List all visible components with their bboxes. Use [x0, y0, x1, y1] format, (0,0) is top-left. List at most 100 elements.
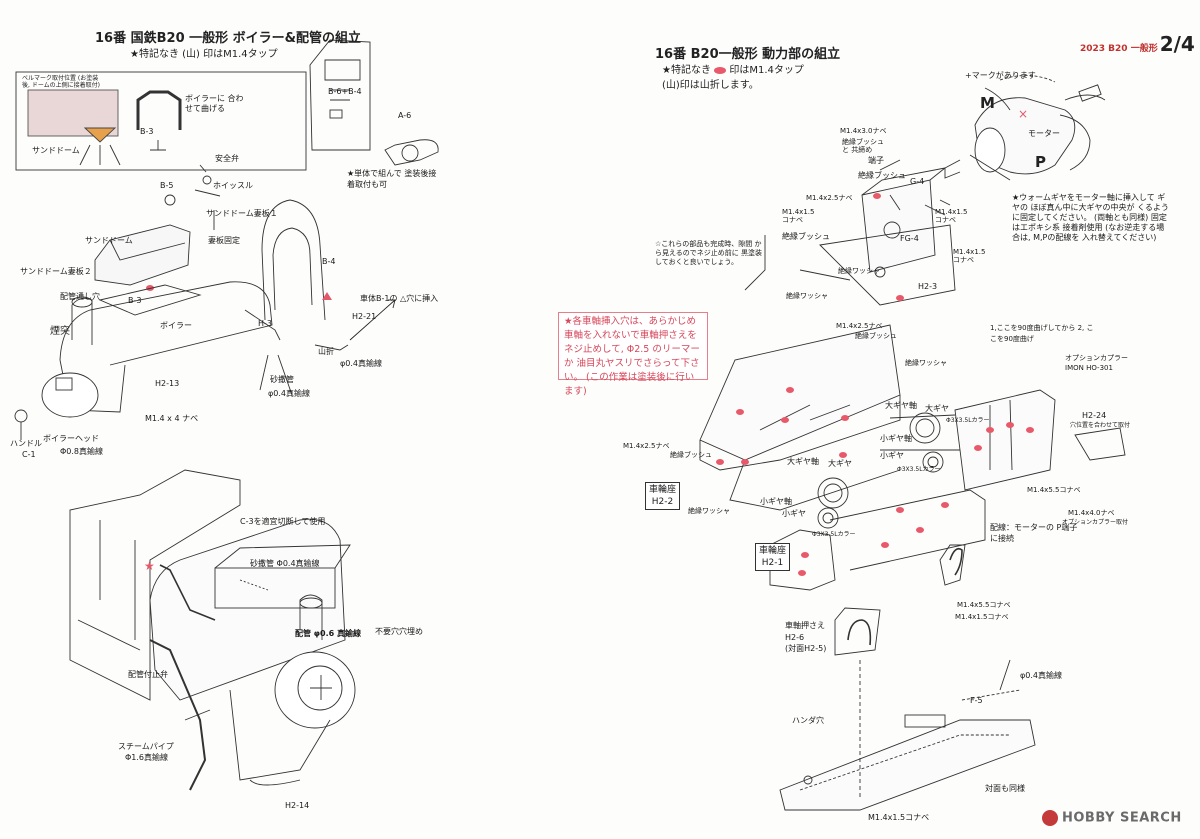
- label-m14x15c: M1.4x1.5 コナベ: [953, 248, 986, 264]
- svg-text:★: ★: [144, 559, 155, 573]
- wheel-seat-h21-id: H2-1: [761, 558, 784, 568]
- label-a6: A-6: [398, 111, 412, 120]
- label-h213: H2-13: [155, 379, 180, 388]
- right-legend-1b-text: 印はM1.4タップ: [729, 65, 804, 76]
- label-steam-pipe: スチームパイプ: [118, 742, 174, 751]
- label-brass04a: φ0.4真鍮線: [340, 359, 382, 368]
- label-boiler: ボイラー: [160, 321, 192, 330]
- label-yamaori: 山折: [318, 347, 334, 356]
- label-bush-win: 絶縁ブッシュと 共締め: [842, 138, 884, 154]
- left-legend: ★特記なき (山) 印はM1.4タップ: [130, 49, 278, 60]
- label-terminal: 端子: [868, 156, 884, 165]
- label-small-gear-1: 小ギヤ: [880, 451, 904, 460]
- label-valve: 配管付止弁: [128, 670, 168, 679]
- hobby-search-logo-icon: [1042, 810, 1058, 826]
- label-m14x30: M1.4x3.0ナベ: [840, 127, 887, 135]
- inset-note: ベルマーク取付位置 (お塗装後, ドームの上側に接着取付): [22, 75, 100, 89]
- tap-dot-icon: [714, 66, 727, 74]
- label-m14x15d: M1.4x1.5コナベ: [955, 613, 1009, 621]
- label-m14x15b: M1.4x1.5 コナベ: [935, 208, 968, 224]
- wheel-seat-h22-id: H2-2: [651, 497, 674, 507]
- label-boiler-head: ボイラーヘッド: [43, 434, 99, 443]
- label-bend-instructions: 1,ここを90度曲げしてから 2, ここを90度曲げ: [990, 324, 1094, 343]
- label-h224: H2-24: [1082, 411, 1107, 420]
- label-b3: B-3: [128, 296, 142, 305]
- label-big-gear-1: 大ギヤ: [925, 404, 949, 413]
- label-solder-hole: ハンダ穴: [792, 716, 824, 725]
- inset-label-dome: サンドドーム: [32, 146, 80, 155]
- label-b6b4: B-6+B-4: [328, 87, 362, 96]
- label-big-gear-2: 大ギヤ: [828, 459, 852, 468]
- label-washer2: 絶縁ワッシャ: [786, 292, 828, 300]
- label-h224-note: 穴位置を合わせて取付: [1070, 422, 1131, 429]
- label-axle-hold: 車軸押さえ: [785, 621, 825, 630]
- label-c1: C-1: [22, 450, 36, 459]
- label-collar-3: Φ3X3.5Lカラー: [812, 531, 856, 538]
- label-fg4: FG-4: [900, 234, 919, 243]
- right-legend-1-text: ★特記なき: [662, 65, 711, 76]
- inset-label-b3: B-3: [140, 127, 154, 136]
- label-washer1: 絶縁ワッシャ: [838, 267, 880, 275]
- label-whistle: ホイッスル: [213, 181, 253, 190]
- label-steam-wire: Φ1.6真鍮線: [125, 753, 169, 762]
- label-motor-m: M: [980, 94, 995, 112]
- label-m14x25c: M1.4x2.5ナベ: [623, 442, 670, 450]
- label-smokestack: 煙突: [50, 326, 70, 337]
- label-piping: 配管 φ0.6 真鍮線: [295, 629, 361, 638]
- label-lower-sand-pipe: 砂撒管 Φ0.4真鍮線: [250, 559, 320, 568]
- inset-frame: [15, 71, 307, 171]
- label-collar-2: Φ3X3.5Lカラー: [897, 466, 941, 473]
- label-h26: H2-6: [785, 633, 805, 642]
- label-big-gear-axle-2: 大ギヤ軸: [787, 457, 819, 466]
- label-same-opposite: 対面も同様: [985, 784, 1025, 793]
- label-washer4: 絶縁ワッシャ: [688, 507, 730, 515]
- label-brass04b: φ0.4真鍮線: [268, 389, 310, 398]
- page-indicator-number: 2/4: [1159, 32, 1195, 56]
- label-m14x4n: M1.4x4.0ナベ: [1068, 509, 1115, 517]
- label-m14x55b: M1.4x5.5コナベ: [957, 601, 1011, 609]
- label-bush3: 絶縁ブッシュ: [855, 332, 897, 340]
- label-opt-coupler: オプションカプラー取付: [1062, 519, 1129, 526]
- label-m14x15e: M1.4x1.5コナベ: [868, 813, 930, 822]
- label-h3: H-3: [258, 319, 272, 328]
- label-motor: モーター: [1028, 129, 1060, 138]
- label-m14x4: M1.4 x 4 ナベ: [145, 414, 199, 423]
- label-m14x25a: M1.4x2.5ナベ: [806, 194, 853, 202]
- label-wiring: 配線：モーターの P端子に接続: [990, 523, 1078, 543]
- wheel-seat-h21-title: 車輪座: [759, 546, 787, 556]
- svg-text:×: ×: [1018, 107, 1028, 121]
- label-h221: H2-21: [352, 312, 377, 321]
- label-c3: C-3を適宜切断して使用: [240, 517, 326, 526]
- label-insulated-bush: 絶縁ブッシュ: [858, 171, 906, 180]
- label-sand-pipe: 砂撒管: [270, 375, 294, 384]
- label-fill-hole: 不要穴穴埋め: [375, 627, 423, 636]
- page-indicator-year: 2023 B20 一般形: [1080, 44, 1158, 54]
- label-m14x15a: M1.4x1.5 コナベ: [782, 208, 815, 224]
- right-legend-1: ★特記なき 印はM1.4タップ: [662, 66, 804, 76]
- label-small-gear-2: 小ギヤ: [782, 509, 806, 518]
- label-sand-dome: サンドドーム: [85, 236, 133, 245]
- label-bush2: 絶縁ブッシュ: [782, 232, 830, 241]
- label-coupler: オプションカプラー IMON HO-301: [1065, 354, 1128, 372]
- right-title: 16番 B20一般形 動力部の組立: [655, 47, 841, 62]
- label-b4: B-4: [322, 257, 336, 266]
- label-motor-mark: +マークがあります: [965, 71, 1036, 80]
- label-small-gear-axle-2: 小ギヤ軸: [760, 497, 792, 506]
- inset-label-bend: ボイラーに 合わせて曲げる: [185, 94, 244, 113]
- right-legend-2: (山)印は山折します。: [662, 80, 759, 91]
- label-gauge: 妻板固定: [208, 236, 240, 245]
- label-insert: 車体B-1の △穴に挿入: [360, 294, 439, 303]
- label-brass04-right: φ0.4真鍮線: [1020, 671, 1062, 680]
- label-collar-1: Φ3X3.5Lカラー: [946, 417, 990, 424]
- label-bush4: 絶縁ブッシュ: [670, 451, 712, 459]
- label-brass08: Φ0.8真鍮線: [60, 447, 104, 456]
- label-safety-valve: 安全弁: [215, 154, 239, 163]
- watermark-text: HOBBY SEARCH: [1062, 810, 1182, 826]
- label-washer3: 絶縁ワッシャ: [905, 359, 947, 367]
- label-h214: H2-14: [285, 801, 310, 810]
- label-note-glue: ★単体で組んで 塗装後接着取付も可: [347, 169, 437, 189]
- label-g4: G-4: [910, 177, 925, 186]
